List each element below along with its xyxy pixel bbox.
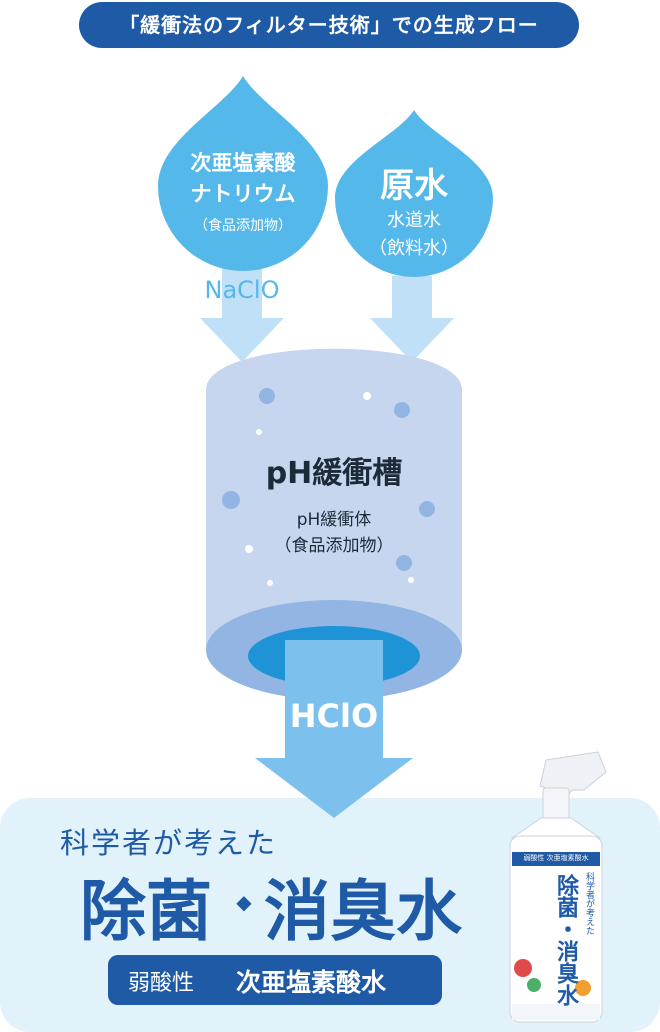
hclo-label: HClO bbox=[289, 697, 379, 735]
product-badge-main: 次亜塩素酸水 bbox=[236, 968, 387, 997]
drop-right-line3: （飲料水） bbox=[369, 238, 459, 259]
raw-water-arrow bbox=[370, 276, 454, 362]
naclo-label: NaClO bbox=[204, 276, 280, 304]
product-name-part2: 消臭水 bbox=[264, 872, 462, 950]
raw-water-drop bbox=[335, 110, 493, 277]
tank-bubbles bbox=[222, 388, 435, 586]
hclo-arrow bbox=[255, 640, 413, 818]
bubble bbox=[245, 545, 253, 553]
header-title: 「緩衝法のフィルター技術」での生成フロー bbox=[79, 2, 579, 48]
bubble bbox=[396, 555, 412, 571]
bottle-base bbox=[512, 1004, 600, 1020]
drop-right-title: 原水 bbox=[380, 166, 448, 206]
bottle-shoulder bbox=[510, 817, 602, 839]
drop-left-line2: ナトリウム bbox=[190, 182, 296, 206]
bottle-cap bbox=[542, 787, 570, 821]
bottle-tagline: 科学者が考えた bbox=[584, 872, 594, 935]
product-badge bbox=[108, 955, 442, 1005]
bottle-name: 除菌・消臭水 bbox=[553, 874, 579, 1006]
bubble bbox=[419, 501, 435, 517]
bubble bbox=[408, 577, 414, 583]
product-badge-prefix: 弱酸性 bbox=[128, 971, 195, 996]
product-name-part1: 除菌 bbox=[80, 872, 212, 950]
bubble bbox=[394, 402, 410, 418]
tank-line3: （食品添加物） bbox=[274, 536, 394, 556]
bottle-body bbox=[509, 835, 603, 1023]
product-name-separator: ◆ bbox=[236, 890, 252, 914]
sodium-hypochlorite-drop bbox=[158, 76, 328, 271]
drop-left-line3: （食品添加物） bbox=[194, 218, 292, 234]
bubble bbox=[363, 392, 371, 400]
naclo-arrow bbox=[200, 248, 284, 362]
bubble bbox=[267, 580, 273, 586]
product-bottle bbox=[509, 751, 607, 1023]
bottle-top-line: 弱酸性 次亜塩素酸水 bbox=[523, 854, 589, 862]
bottle-badge-orange bbox=[575, 980, 591, 996]
tank-line2: pH緩衝体 bbox=[296, 510, 372, 530]
bubble bbox=[256, 429, 262, 435]
bottle-badge-red bbox=[514, 959, 532, 977]
bubble bbox=[222, 491, 240, 509]
bottle-label-top bbox=[512, 852, 600, 866]
drop-right-line2: 水道水 bbox=[387, 210, 441, 231]
tank-title: pH緩衝槽 bbox=[265, 456, 403, 491]
drop-left-line1: 次亜塩素酸 bbox=[190, 151, 296, 175]
bubble bbox=[259, 388, 275, 404]
ph-buffer-tank bbox=[206, 348, 462, 650]
bottle-badge-green bbox=[527, 978, 541, 992]
product-tagline: 科学者が考えた bbox=[60, 826, 278, 860]
